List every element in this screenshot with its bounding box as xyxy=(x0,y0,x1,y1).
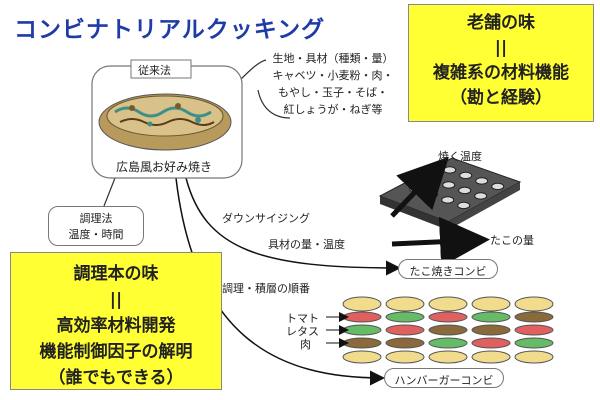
cooking-method-bubble: 調理法 温度・時間 xyxy=(48,206,144,246)
temp-axis-arrow xyxy=(390,156,449,218)
hamburger-stack xyxy=(342,296,382,364)
takoyaki-hole xyxy=(459,171,473,180)
top-box-line3: 複雑系の材料機能 xyxy=(433,63,569,83)
amount-axis-label: たこの量 xyxy=(490,234,534,247)
curve-to-takoyaki xyxy=(185,177,401,276)
traditional-taste-box: 老舗の味 || 複雑系の材料機能 （勘と経験） xyxy=(408,4,594,122)
top-box-line4: （勘と経験） xyxy=(450,88,552,108)
amount-axis-arrow xyxy=(391,216,490,267)
traditional-label-box xyxy=(130,59,192,79)
connector-from-ingredients xyxy=(257,89,291,119)
temp-axis-label: 焼く温度 xyxy=(438,150,482,163)
downsizing-sub: 具材の量・温度 xyxy=(268,238,345,251)
traditional-label: 従来法 xyxy=(138,64,171,77)
bottom-box-line1: 調理本の味 xyxy=(73,264,159,284)
ingredients-line2: キャベツ・小麦粉・肉・ xyxy=(272,69,394,82)
connector-to-method xyxy=(103,177,116,207)
ingredients-line4: 紅しょうが・ねぎ等 xyxy=(283,103,383,116)
curve-to-hamburger xyxy=(175,177,385,386)
ingredients-text: 生地・具材（種類・量） キャベツ・小麦粉・肉・ もやし・玉子・そば・ 紅しょうが… xyxy=(258,50,408,118)
bottom-box-line4: 機能制御因子の解明 xyxy=(39,342,193,362)
hamburger-stack xyxy=(428,296,468,364)
okonomiyaki-image xyxy=(98,93,232,151)
layering-label: 調理・積層の順番 xyxy=(222,282,310,295)
cooking-method-line2: 温度・時間 xyxy=(68,228,124,241)
takoyaki-hole xyxy=(475,177,489,185)
hamburger-stack xyxy=(385,296,425,364)
ingredients-line3: もやし・玉子・そば・ xyxy=(278,86,388,99)
hamburger-stack xyxy=(471,296,511,364)
bottom-box-line2: || xyxy=(109,290,123,310)
downsizing-label: ダウンサイジング xyxy=(222,212,310,225)
hamburger-stack xyxy=(514,296,554,364)
top-box-line1: 老舗の味 xyxy=(467,13,535,33)
bottom-box-line3: 高効率材料開発 xyxy=(56,316,176,336)
takoyaki-hole xyxy=(442,181,456,189)
takoyaki-hole xyxy=(441,196,455,204)
page-title: コンビナトリアルクッキング xyxy=(14,17,326,43)
cookbook-taste-box: 調理本の味 || 高効率材料開発 機能制御因子の解明 （誰でもできる） xyxy=(10,252,222,390)
ingredients-line1: 生地・具材（種類・量） xyxy=(272,52,394,65)
hamburger-combi-pill: ハンバーガーコンビ xyxy=(384,368,504,388)
hamburger-stacks xyxy=(342,296,554,364)
dish-name: 広島風お好み焼き xyxy=(116,160,213,174)
tomato-label: トマト xyxy=(286,312,319,325)
meat-label: 肉 xyxy=(300,338,311,351)
takoyaki-hole xyxy=(458,186,472,195)
top-box-line2: || xyxy=(494,38,508,58)
bottom-box-line5: （誰でもできる） xyxy=(48,368,184,388)
takoyaki-hole xyxy=(425,190,439,199)
takoyaki-hole xyxy=(457,201,471,210)
lettuce-label: レタス xyxy=(286,325,319,338)
takoyaki-hole xyxy=(474,192,488,200)
takoyaki-hole xyxy=(443,166,457,174)
takoyaki-combi-pill: たこ焼きコンビ xyxy=(398,259,498,279)
cooking-method-line1: 調理法 xyxy=(79,212,113,225)
takoyaki-hole xyxy=(491,182,505,191)
